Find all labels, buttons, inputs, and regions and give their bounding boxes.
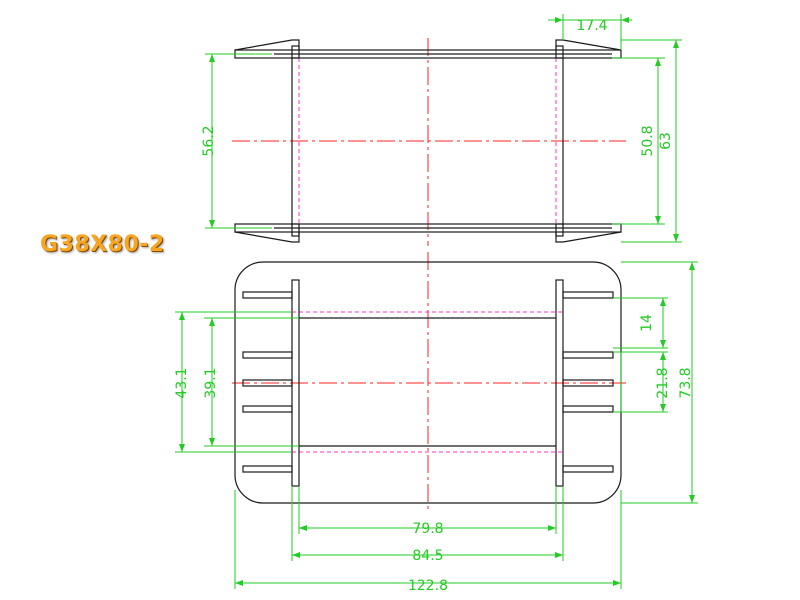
dim-window-inner xyxy=(204,317,299,447)
dim-pin-pitch xyxy=(613,297,668,349)
dim-overall-height-bottom-label: 73.8 xyxy=(678,367,694,398)
bottom-view: 43.1 39.1 14 21.8 xyxy=(174,252,698,594)
dim-window-outer-label: 43.1 xyxy=(174,367,190,398)
dim-overall-height-top xyxy=(621,39,682,243)
pin-right-2 xyxy=(562,351,614,359)
part-number-title: G38X80-2 xyxy=(40,232,165,257)
dim-flange-span-label: 84.5 xyxy=(412,548,443,564)
pins-left xyxy=(242,291,293,473)
dim-overall-height-top-label: 63 xyxy=(658,132,674,150)
winding-window xyxy=(299,317,556,447)
dim-window-outer xyxy=(175,311,292,453)
pin-left-5 xyxy=(242,465,293,473)
pin-right-3 xyxy=(562,379,614,387)
dim-flange-span xyxy=(291,486,564,561)
dim-flange-offset xyxy=(548,14,632,50)
pin-left-3 xyxy=(242,379,293,387)
pin-right-1 xyxy=(562,291,614,299)
dim-winding-width-label: 79.8 xyxy=(412,521,443,537)
dim-inner-height-label: 56.2 xyxy=(201,125,217,156)
top-view: 17.4 56.2 50.8 63 xyxy=(201,14,682,246)
pin-left-1 xyxy=(242,291,293,299)
dim-pin-pitch-label: 14 xyxy=(639,314,655,332)
dim-slot-height xyxy=(612,57,665,225)
pin-right-5 xyxy=(562,465,614,473)
pin-left-4 xyxy=(242,405,293,413)
dim-overall-height-bottom xyxy=(621,261,698,504)
pin-right-4 xyxy=(562,405,614,413)
dim-overall-width-label: 122.8 xyxy=(408,578,448,594)
pins-right xyxy=(562,291,614,473)
dim-overall-width xyxy=(234,490,622,589)
pin-left-2 xyxy=(242,351,293,359)
dim-inner-height xyxy=(205,53,272,229)
dim-pin-span xyxy=(613,351,668,413)
dim-window-inner-label: 39.1 xyxy=(203,367,219,398)
dim-winding-width xyxy=(298,486,557,534)
dim-slot-height-label: 50.8 xyxy=(640,125,656,156)
dim-flange-offset-label: 17.4 xyxy=(576,18,607,34)
dim-pin-span-label: 21.8 xyxy=(655,367,671,398)
